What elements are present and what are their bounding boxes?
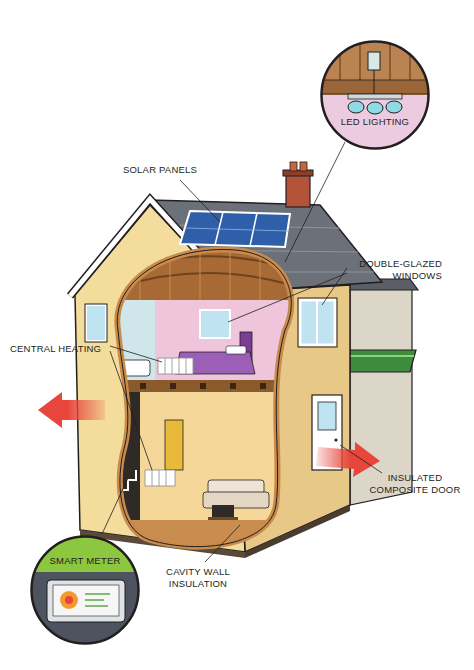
wire: [374, 70, 375, 95]
window-bar: [316, 300, 318, 345]
heat-arrow: [316, 442, 380, 477]
label-box: DOUBLE-GLAZED WINDOWS: [350, 258, 442, 282]
callout-title: LED LIGHTING: [320, 116, 430, 128]
meter-dial-centre: [65, 596, 73, 604]
led-callout-art: [320, 40, 430, 155]
leader-line: [110, 351, 152, 470]
bedroom-wall: [100, 300, 300, 382]
leader-line: [180, 180, 220, 222]
heat-arrow: [38, 392, 105, 428]
light-track: [348, 94, 402, 99]
label-box: INSULATED COMPOSITE DOOR: [363, 472, 467, 496]
panel-grid: [185, 228, 288, 231]
window: [300, 300, 335, 345]
circle-outline: [30, 535, 140, 645]
garage-awning: [350, 350, 416, 372]
junction-box: [368, 52, 380, 70]
chimney-pot: [290, 162, 297, 171]
circle-outline: [320, 40, 430, 150]
circle-outline: [322, 42, 429, 149]
callout-label: INSULATED COMPOSITE DOOR: [363, 472, 467, 496]
meter-bars: [85, 594, 110, 606]
led-spotlight: [367, 102, 383, 114]
meter-ground: [30, 572, 140, 647]
awning-stripe: [350, 355, 414, 357]
cutaway-outline: [117, 250, 291, 547]
pillow: [226, 346, 246, 354]
radiator: [158, 358, 193, 374]
solar-panel: [180, 211, 290, 247]
leader-line: [322, 268, 347, 305]
interior-door: [165, 420, 183, 470]
leader-line: [110, 346, 162, 362]
label-box: CAVITY WALL INSULATION: [156, 566, 240, 590]
ceiling-beam: [320, 80, 430, 94]
label-box: CENTRAL HEATING: [10, 343, 108, 355]
solar-panels: [180, 211, 290, 247]
callout-circle: LED LIGHTING: [320, 40, 430, 150]
chimney-stack: [286, 175, 310, 207]
callout-label: CAVITY WALL INSULATION: [156, 566, 240, 590]
leader-line: [285, 142, 345, 262]
meter-dial: [60, 591, 78, 609]
ceiling-wood: [320, 40, 430, 95]
door-handle: [334, 438, 337, 441]
window-frame: [298, 298, 337, 347]
leader-line: [228, 273, 347, 322]
joists: [110, 383, 266, 389]
panel-divider: [215, 212, 223, 245]
chimney: [283, 162, 313, 207]
bedroom-window: [200, 310, 230, 338]
radiator: [145, 470, 175, 486]
cutaway-interior: [100, 230, 300, 560]
tv: [212, 505, 234, 518]
radiator-fins: [152, 470, 166, 486]
bathroom-wall: [100, 300, 155, 382]
door-glass: [318, 402, 336, 430]
callout-circle: SMART METER: [30, 535, 140, 645]
label-box: SOLAR PANELS: [112, 164, 208, 176]
chimney-pot: [300, 162, 307, 171]
window-frame: [85, 304, 107, 342]
floor-slab: [100, 380, 300, 392]
meter-screen: [53, 585, 119, 616]
meter-callout-art: [30, 535, 140, 647]
leader-line: [205, 525, 240, 562]
panel-divider: [250, 213, 257, 246]
callout-label: DOUBLE-GLAZED WINDOWS: [350, 258, 442, 282]
wood-planks: [340, 40, 410, 80]
cavity-wall-edge: [117, 250, 291, 547]
chimney-cap: [283, 170, 313, 176]
leader-lines: [102, 142, 382, 562]
smart-meter-device: [47, 580, 125, 622]
callout-label: SOLAR PANELS: [112, 164, 208, 176]
led-spotlight: [386, 101, 402, 113]
ceiling: [320, 95, 430, 155]
callout-label: CENTRAL HEATING: [10, 343, 108, 355]
radiator-fins: [165, 358, 186, 374]
callout-title: SMART METER: [30, 555, 140, 567]
circle-outline: [32, 537, 139, 644]
leader-line: [102, 478, 128, 534]
leader-line: [340, 445, 382, 473]
window: [86, 305, 106, 341]
led-spotlight: [348, 101, 364, 113]
